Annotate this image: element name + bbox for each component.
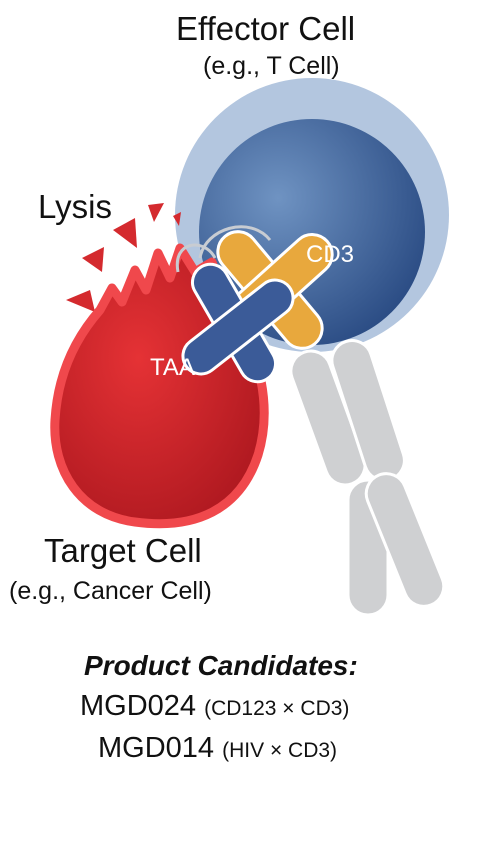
product-detail: (HIV × CD3)	[222, 739, 338, 762]
product-detail: (CD123 × CD3)	[204, 697, 350, 720]
target-cell-subtitle: (e.g., Cancer Cell)	[9, 577, 212, 605]
effector-cell-title: Effector Cell	[176, 10, 356, 47]
lysis-label: Lysis	[38, 188, 112, 225]
target-cell-title: Target Cell	[44, 532, 202, 569]
product-name: MGD024	[80, 690, 197, 722]
taa-label: TAA	[150, 354, 195, 381]
product-item: MGD014 (HIV × CD3)	[98, 732, 337, 765]
cd3-label: CD3	[306, 241, 355, 268]
lysis-fragments	[66, 203, 181, 312]
effector-cell-subtitle: (e.g., T Cell)	[203, 52, 340, 80]
taa-binding-arm	[181, 262, 295, 384]
product-name: MGD014	[98, 732, 215, 764]
fc-region	[289, 339, 446, 617]
product-item: MGD024 (CD123 × CD3)	[80, 690, 349, 723]
receptor-outlines	[175, 225, 272, 273]
product-candidates-heading: Product Candidates:	[84, 650, 358, 681]
